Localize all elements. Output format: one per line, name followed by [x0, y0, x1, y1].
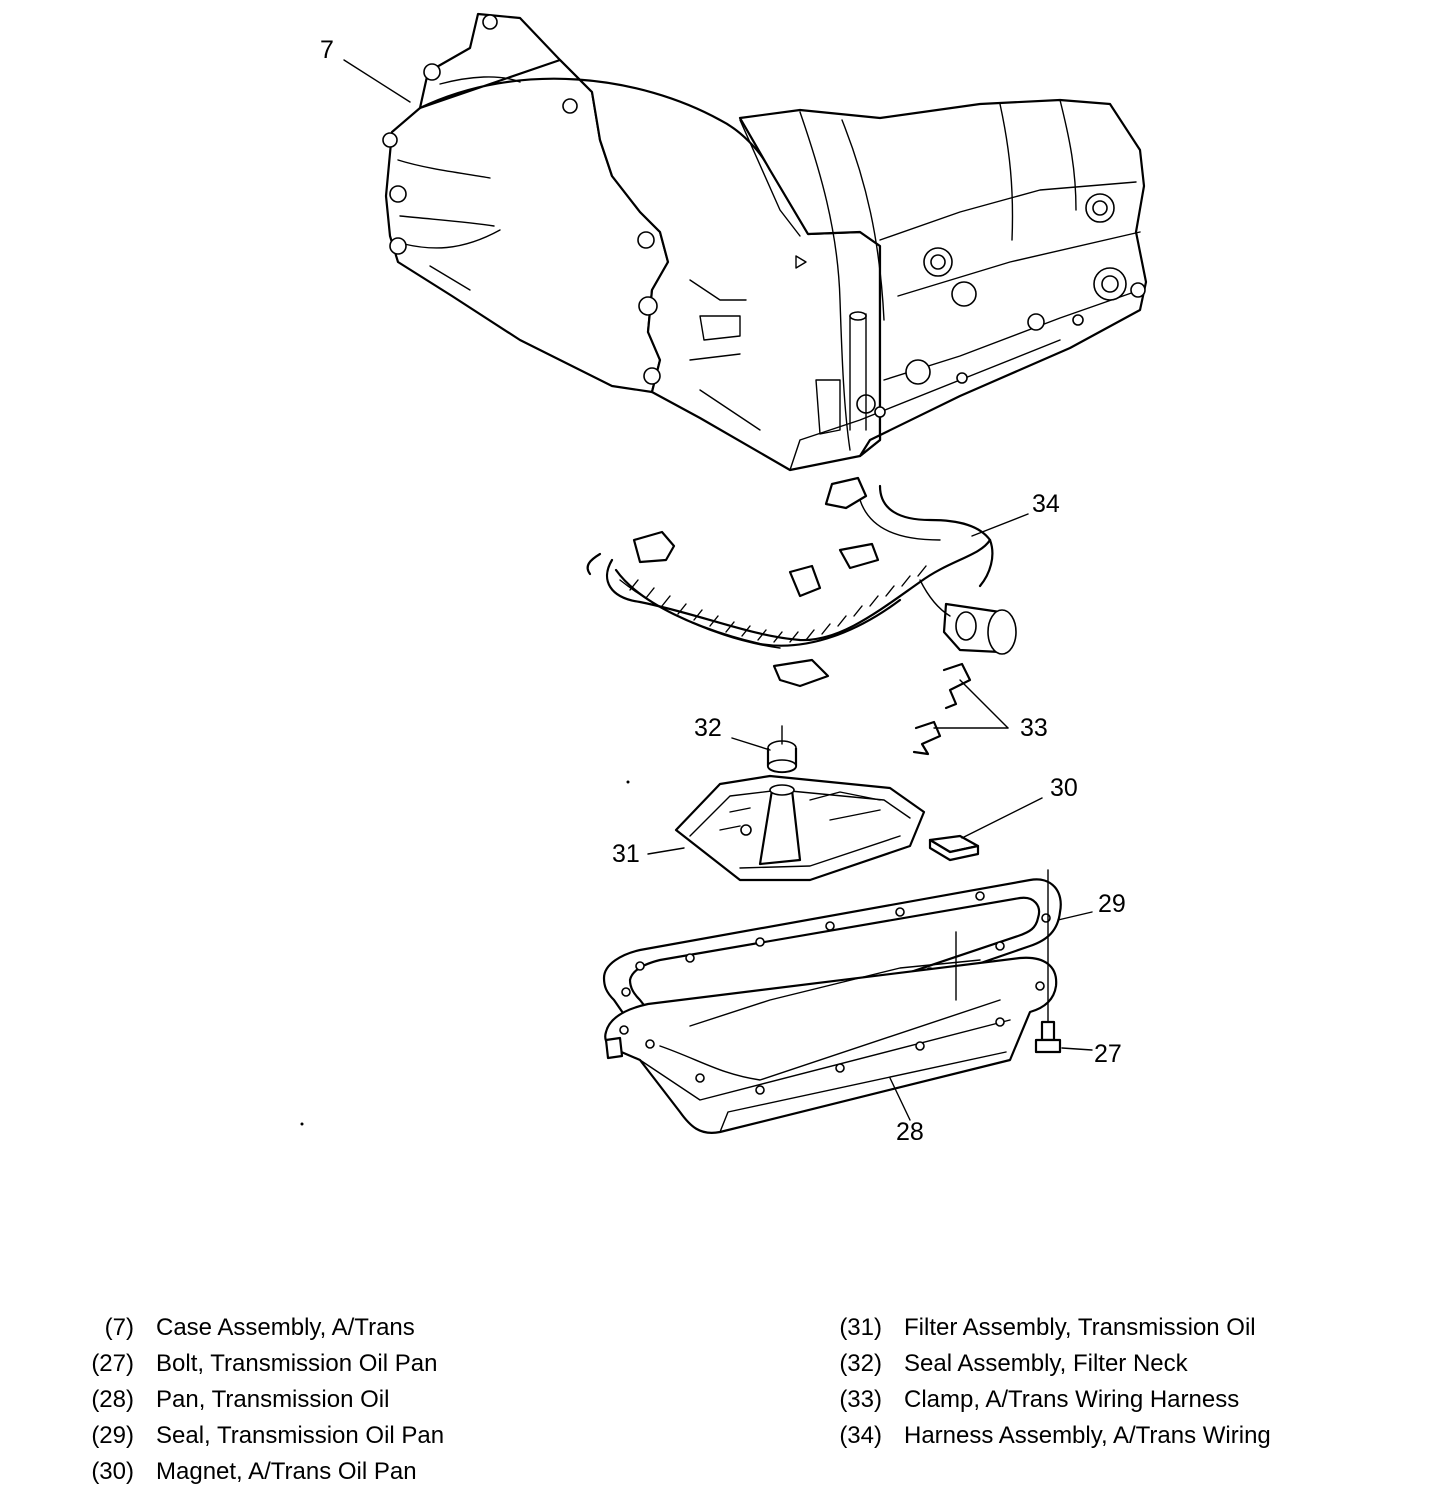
pan-bolt-drawing: [955, 869, 1062, 1054]
legend-text: Filter Assembly, Transmission Oil: [904, 1314, 1256, 1341]
legend-item: (30) Magnet, A/Trans Oil Pan: [60, 1454, 444, 1490]
legend-num: (31): [839, 1314, 882, 1341]
harness-clamps-drawing: [912, 662, 972, 756]
callout-32: 32: [694, 714, 722, 742]
legend-right: (31) Filter Assembly, Transmission Oil (…: [808, 1310, 1271, 1454]
legend-item: (32) Seal Assembly, Filter Neck: [808, 1346, 1271, 1382]
callout-7: 7: [320, 36, 334, 64]
filter-assembly-drawing: [674, 774, 926, 882]
magnet-drawing: [928, 834, 980, 862]
legend-text: Seal, Transmission Oil Pan: [156, 1422, 445, 1449]
filter-neck-seal-drawing: [766, 725, 798, 774]
oil-pan-drawing: [604, 956, 1058, 1134]
legend-item: (29) Seal, Transmission Oil Pan: [60, 1418, 444, 1454]
legend-text: Bolt, Transmission Oil Pan: [156, 1350, 438, 1377]
legend-item: (28) Pan, Transmission Oil: [60, 1382, 444, 1418]
legend-text: Case Assembly, A/Trans: [156, 1314, 415, 1341]
legend-item: (34) Harness Assembly, A/Trans Wiring: [808, 1418, 1271, 1454]
legend-num: (29): [91, 1422, 134, 1449]
leader-lines: [343, 59, 1093, 1121]
speck: [626, 780, 630, 784]
legend-item: (33) Clamp, A/Trans Wiring Harness: [808, 1382, 1271, 1418]
legend-item: (27) Bolt, Transmission Oil Pan: [60, 1346, 444, 1382]
legend-num: (32): [839, 1350, 882, 1377]
callout-31: 31: [612, 840, 640, 868]
legend-num: (27): [91, 1350, 134, 1377]
legend-item: (31) Filter Assembly, Transmission Oil: [808, 1310, 1271, 1346]
callout-29: 29: [1098, 890, 1126, 918]
legend-text: Clamp, A/Trans Wiring Harness: [904, 1386, 1240, 1413]
legend-text: Seal Assembly, Filter Neck: [904, 1350, 1188, 1377]
legend-left: (7) Case Assembly, A/Trans (27) Bolt, Tr…: [60, 1310, 444, 1490]
callout-28: 28: [896, 1118, 924, 1146]
speck: [300, 1122, 304, 1126]
wiring-harness-drawing: [586, 476, 1017, 688]
transmission-case-drawing: [382, 12, 1148, 472]
legend-num: (34): [839, 1422, 882, 1449]
callout-30: 30: [1050, 774, 1078, 802]
callout-34: 34: [1032, 490, 1060, 518]
legend-text: Magnet, A/Trans Oil Pan: [156, 1458, 417, 1485]
legend-item: (7) Case Assembly, A/Trans: [60, 1310, 444, 1346]
callouts: 7 34 32 33 30 31 29 27 28: [320, 36, 1126, 1146]
legend-num: (30): [91, 1458, 134, 1485]
legend-num: (28): [91, 1386, 134, 1413]
callout-33: 33: [1020, 714, 1048, 742]
legend-text: Harness Assembly, A/Trans Wiring: [904, 1422, 1271, 1449]
legend-num: (33): [839, 1386, 882, 1413]
legend-text: Pan, Transmission Oil: [156, 1386, 390, 1413]
callout-27: 27: [1094, 1040, 1122, 1068]
exploded-parts-diagram: 7 34 32 33 30 31 29 27 28: [300, 12, 1148, 1146]
legend-num: (7): [104, 1314, 134, 1341]
